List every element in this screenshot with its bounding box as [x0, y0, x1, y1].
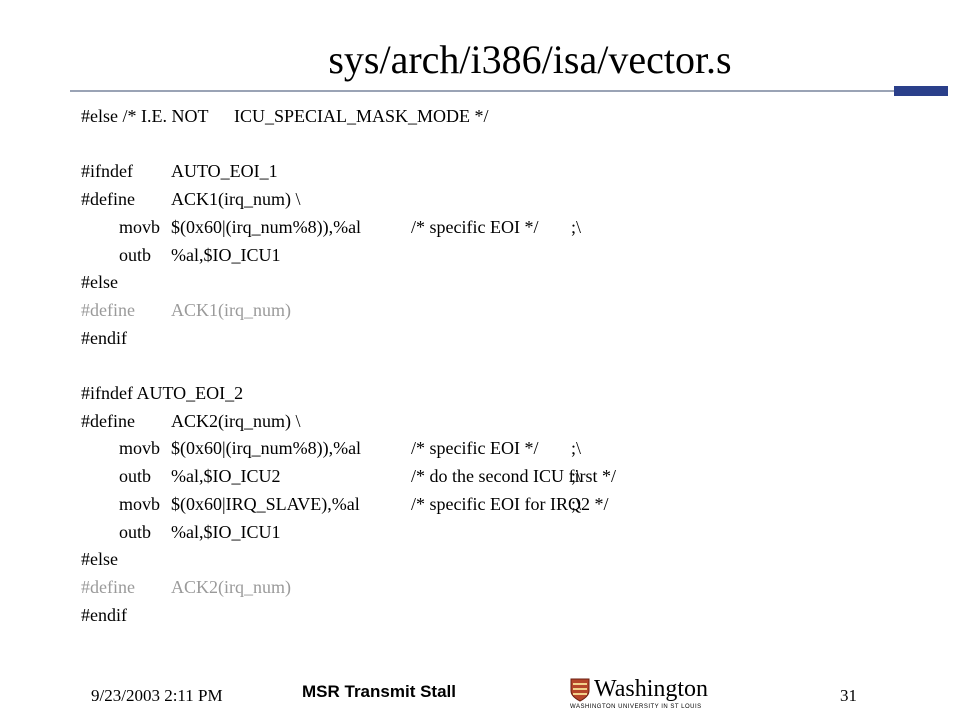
code-col-operand: %al,$IO_ICU1 [171, 245, 281, 265]
footer-title: MSR Transmit Stall [302, 682, 456, 701]
logo-subtitle: WASHINGTON UNIVERSITY IN ST LOUIS [570, 704, 702, 710]
code-col-keyword: #endif [81, 605, 127, 625]
code-col-keyword: #endif [81, 328, 127, 348]
code-col-keyword: outb [119, 245, 152, 265]
code-col-keyword: #else [81, 549, 118, 569]
code-col-comment: /* do the second ICU first */ [411, 466, 616, 486]
code-col-operand: $(0x60|(irq_num%8)),%al [171, 438, 362, 458]
code-col-comment: /* specific EOI */ [411, 217, 539, 237]
code-col-cont: ;\ [571, 217, 582, 237]
code-col-comment: /* specific EOI for IRQ2 */ [411, 494, 609, 514]
code-col-comment: /* specific EOI */ [411, 438, 539, 458]
code-col-operand: ACK2(irq_num) [171, 577, 291, 597]
code-col-operand: ACK2(irq_num) \ [171, 411, 301, 431]
code-col-keyword: movb [119, 217, 161, 237]
code-col-operand: ICU_SPECIAL_MASK_MODE */ [234, 106, 489, 126]
code-col-operand: %al,$IO_ICU2 [171, 466, 281, 486]
logo-wordmark: Washington [594, 676, 709, 702]
code-col-cont: ;\ [571, 494, 582, 514]
code-col-keyword: #define [81, 577, 135, 597]
code-col-keyword: #define [81, 300, 135, 320]
code-col-keyword: #ifndef [81, 161, 133, 181]
code-col-keyword: #ifndef AUTO_EOI_2 [81, 383, 244, 403]
code-col-keyword: movb [119, 438, 161, 458]
title-rule-thin [70, 90, 948, 92]
code-col-keyword: movb [119, 494, 161, 514]
title-rule-accent [894, 86, 948, 96]
code-col-keyword: outb [119, 466, 152, 486]
code-col-keyword: #define [81, 189, 135, 209]
code-col-keyword: #else [81, 272, 118, 292]
code-col-operand: ACK1(irq_num) \ [171, 189, 301, 209]
code-col-keyword: #else /* I.E. NOT [81, 106, 209, 126]
title-rule [70, 86, 948, 96]
code-col-keyword: outb [119, 522, 152, 542]
code-col-cont: ;\ [571, 438, 582, 458]
shield-icon [570, 678, 590, 702]
university-logo: Washington WASHINGTON UNIVERSITY IN ST L… [568, 676, 728, 716]
footer-date: 9/23/2003 2:11 PM [91, 686, 223, 705]
slide-title: sys/arch/i386/isa/vector.s [328, 37, 732, 82]
code-col-operand: AUTO_EOI_1 [171, 161, 278, 181]
code-col-keyword: #define [81, 411, 135, 431]
page-number: 31 [840, 686, 857, 705]
code-col-operand: $(0x60|IRQ_SLAVE),%al [171, 494, 360, 514]
code-col-operand: ACK1(irq_num) [171, 300, 291, 320]
code-col-operand: %al,$IO_ICU1 [171, 522, 281, 542]
code-col-operand: $(0x60|(irq_num%8)),%al [171, 217, 362, 237]
code-col-cont: ;\ [571, 466, 582, 486]
